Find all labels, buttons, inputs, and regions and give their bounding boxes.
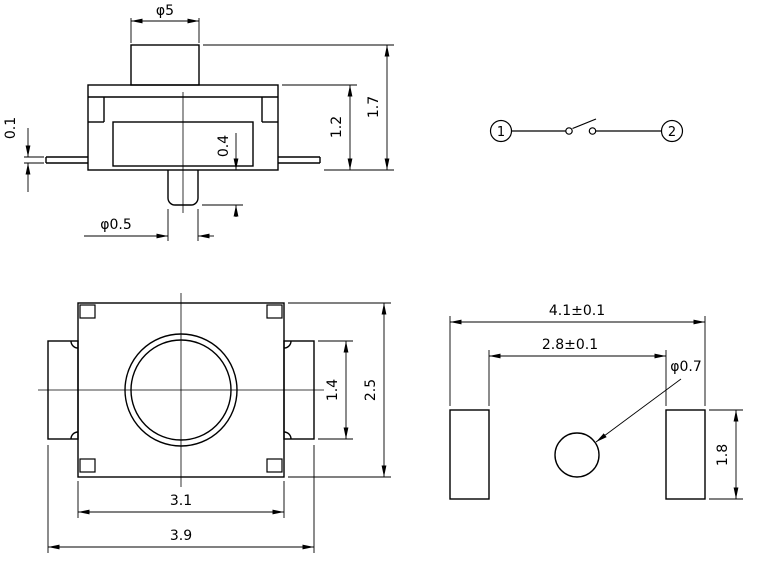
top-view-dimensions: 1.4 2.5 3.1 3.9 bbox=[47, 302, 391, 553]
lead-right bbox=[278, 156, 321, 164]
switch-lever bbox=[572, 118, 597, 130]
locating-hole bbox=[554, 432, 600, 478]
corner-claw-bl bbox=[79, 458, 96, 473]
dim-cap-diameter: φ5 bbox=[156, 3, 174, 19]
pad-right bbox=[665, 409, 706, 500]
hole-leader-line bbox=[595, 378, 682, 443]
terminal-1-label: 1 bbox=[497, 125, 505, 140]
top-view-outline bbox=[38, 293, 324, 487]
dim-pad-inner-span: 2.8±0.1 bbox=[542, 337, 598, 353]
dim-body-depth: 2.5 bbox=[363, 379, 379, 401]
terminal-2-label: 2 bbox=[668, 125, 676, 140]
dim-overall-height: 1.7 bbox=[366, 96, 382, 118]
dim-hole-diameter: φ0.7 bbox=[670, 359, 702, 375]
pad-left bbox=[449, 409, 490, 500]
dim-pad-length: 1.8 bbox=[715, 444, 731, 466]
actuator-cap bbox=[130, 44, 200, 86]
dim-body-height: 1.2 bbox=[329, 116, 345, 138]
dim-pad-outer-span: 4.1±0.1 bbox=[549, 303, 605, 319]
lead-left bbox=[45, 156, 88, 164]
circuit-schematic: 1 2 bbox=[489, 118, 684, 143]
dim-body-width: 3.1 bbox=[170, 493, 192, 509]
corner-claw-br bbox=[266, 458, 283, 473]
dim-stem-protrusion: 0.4 bbox=[216, 135, 232, 157]
dim-overall-width: 3.9 bbox=[170, 528, 192, 544]
dim-stem-diameter: φ0.5 bbox=[100, 217, 132, 233]
footprint-view: 4.1±0.1 2.8±0.1 φ0.7 1.8 bbox=[449, 303, 743, 500]
dim-lead-thickness: 0.1 bbox=[3, 117, 19, 139]
footprint-dimensions: 4.1±0.1 2.8±0.1 φ0.7 1.8 bbox=[449, 303, 743, 500]
contact-left bbox=[565, 127, 573, 135]
corner-claw-tl bbox=[79, 304, 96, 319]
corner-claw-tr bbox=[266, 304, 283, 319]
dim-lead-width: 1.4 bbox=[325, 379, 341, 401]
terminal-2-circle bbox=[660, 119, 684, 143]
front-view: φ5 0.1 0.4 φ0.5 1.2 1.7 bbox=[3, 3, 394, 241]
front-view-outline bbox=[45, 44, 321, 213]
front-view-dimensions: φ5 0.1 0.4 φ0.5 1.2 1.7 bbox=[3, 3, 394, 241]
contact-right bbox=[588, 127, 597, 135]
top-view: 1.4 2.5 3.1 3.9 bbox=[38, 293, 391, 553]
footprint-outline bbox=[449, 409, 706, 500]
